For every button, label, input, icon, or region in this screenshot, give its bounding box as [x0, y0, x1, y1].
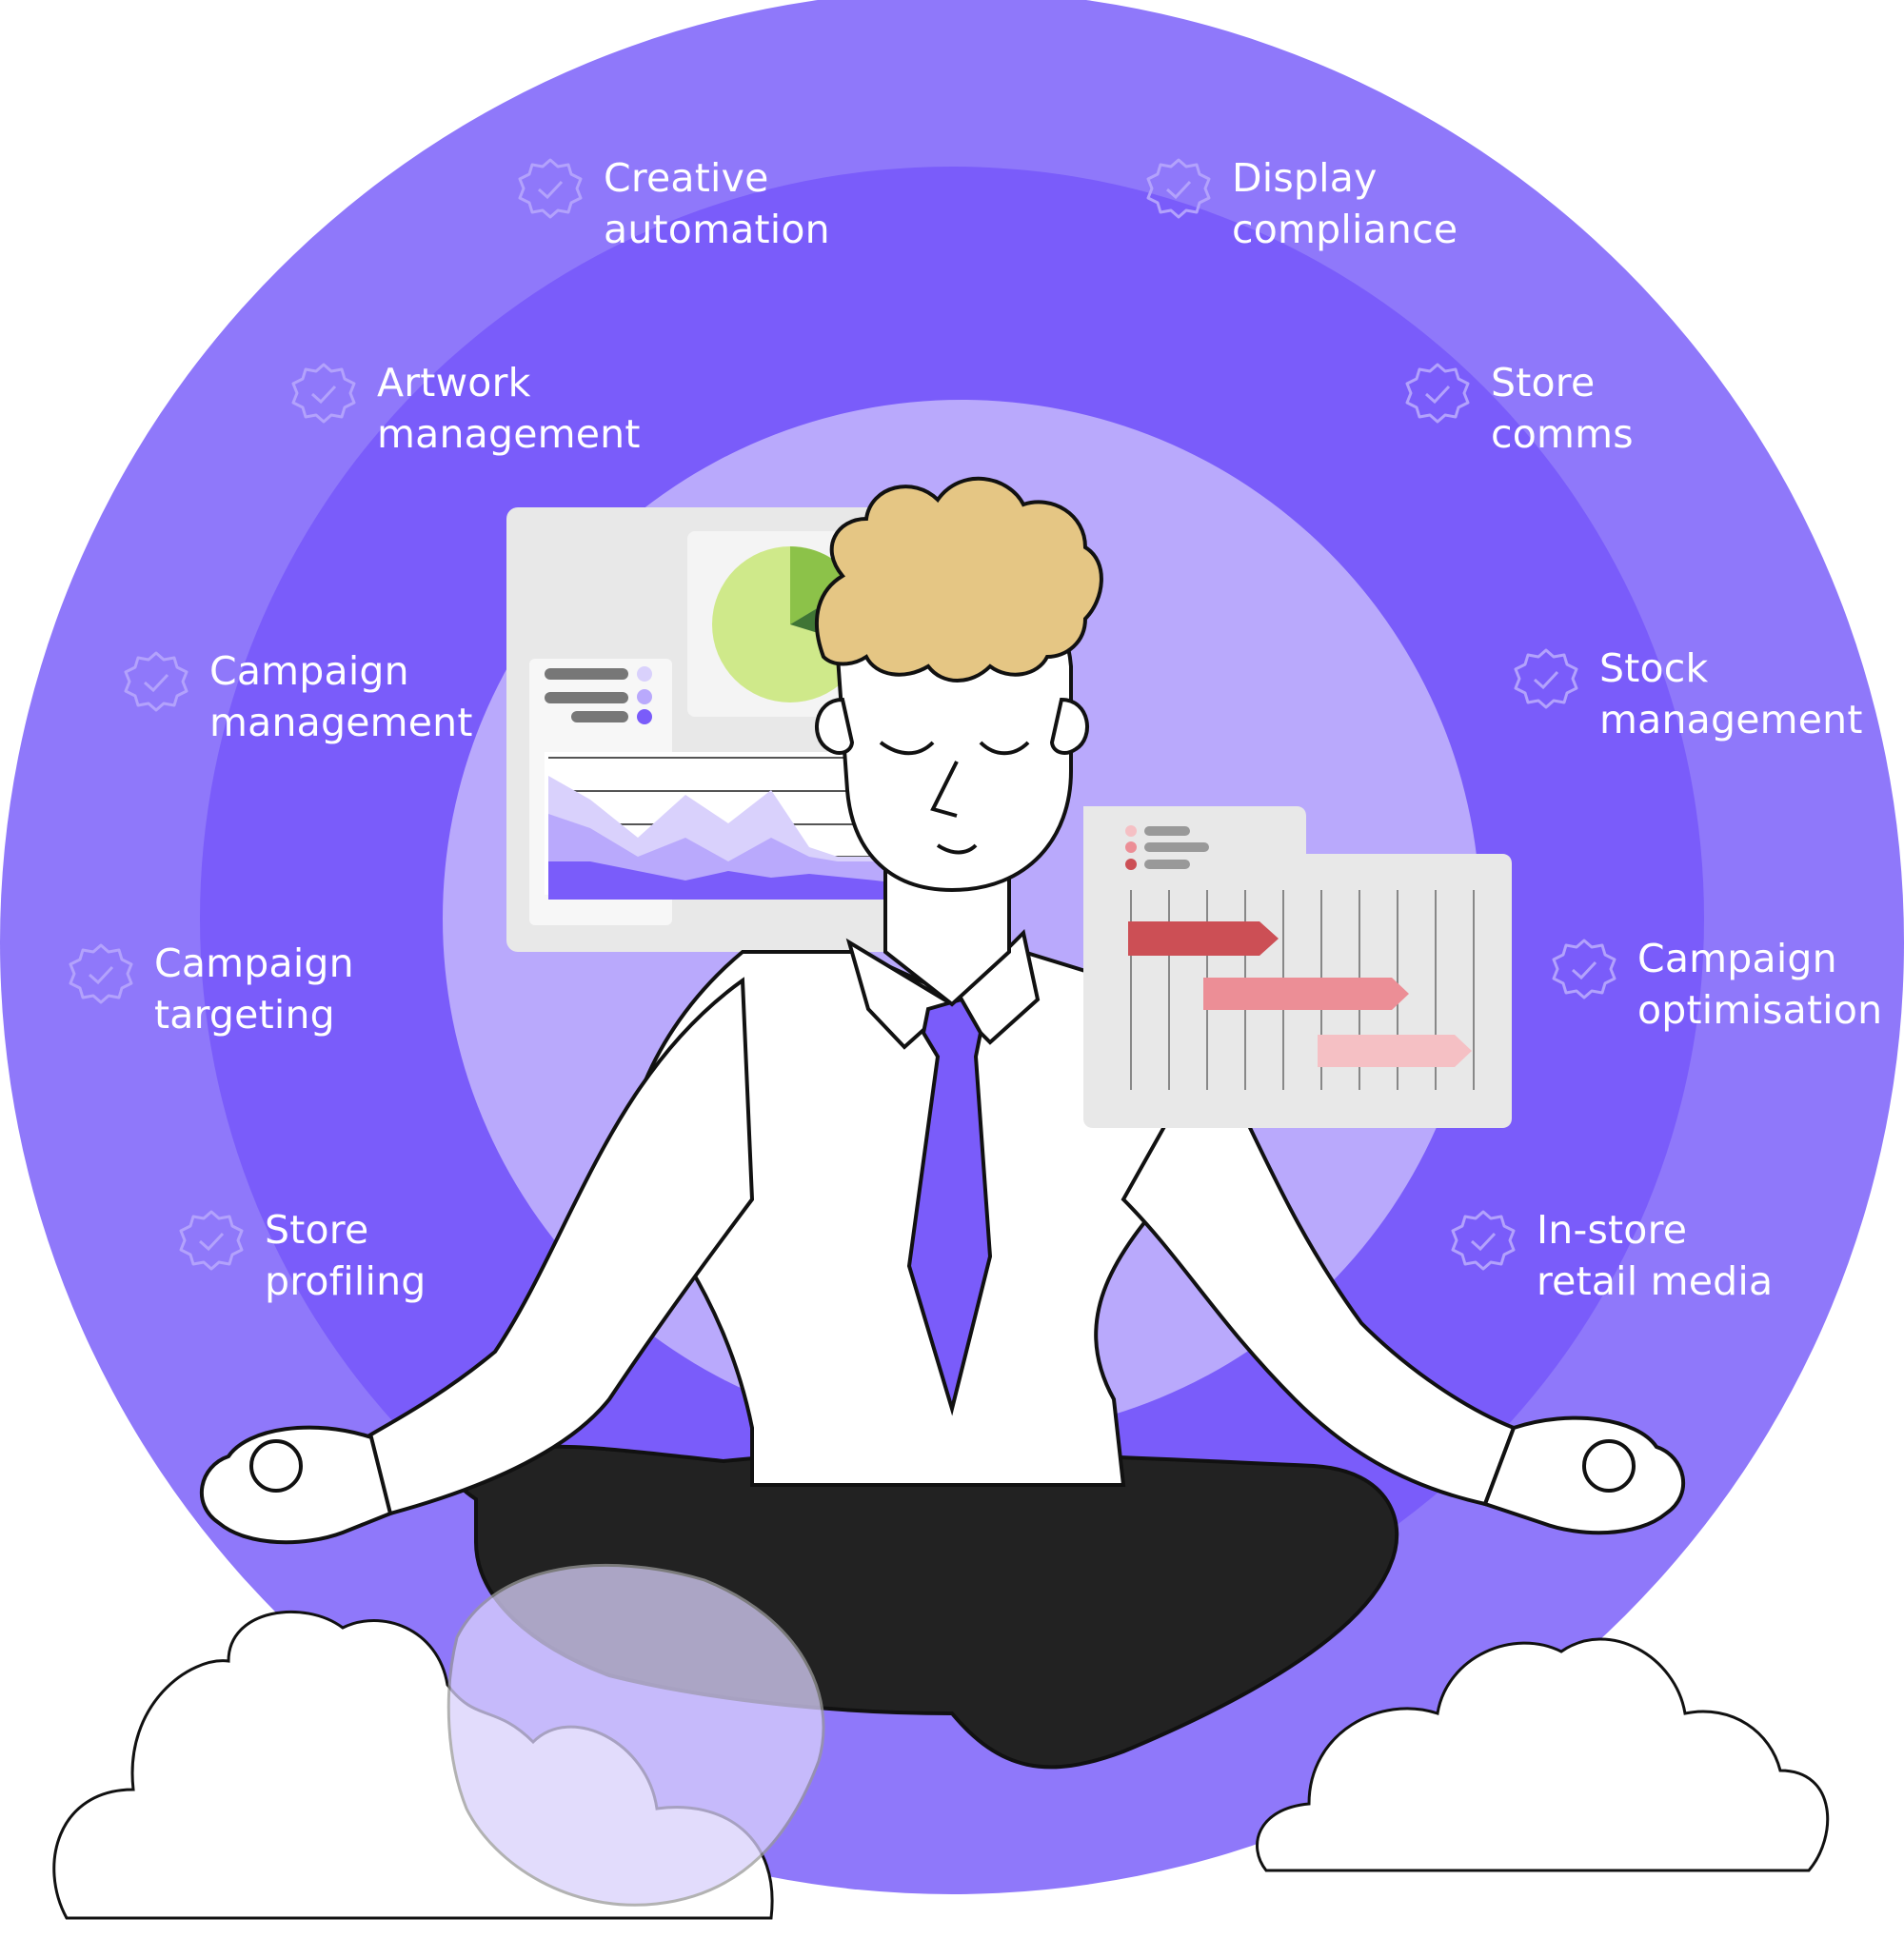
- check-badge-icon: [124, 651, 188, 712]
- feature-store-profiling: Store profiling: [175, 1204, 426, 1307]
- feature-label-line1: Creative: [604, 155, 769, 201]
- feature-label-line1: Store: [265, 1207, 369, 1253]
- analytics-dashboard-panel: [506, 507, 918, 952]
- check-badge-icon: [291, 363, 356, 424]
- feature-label-line1: Campaign: [209, 648, 409, 694]
- feature-label-line1: Campaign: [154, 940, 354, 986]
- feature-artwork-management: Artwork management: [288, 357, 641, 460]
- check-badge-icon: [1451, 1210, 1516, 1271]
- feature-label-line1: Store: [1491, 360, 1596, 406]
- feature-label-line2: management: [1599, 697, 1863, 742]
- feature-label-line2: comms: [1491, 411, 1634, 457]
- feature-campaign-targeting: Campaign targeting: [65, 938, 354, 1040]
- check-badge-icon: [69, 943, 133, 1004]
- feature-label-line2: management: [209, 700, 473, 745]
- feature-label-line1: In-store: [1537, 1207, 1688, 1253]
- feature-in-store-retail-media: In-store retail media: [1447, 1204, 1773, 1307]
- check-badge-icon: [179, 1210, 244, 1271]
- feature-stock-management: Stock management: [1510, 643, 1863, 745]
- cloud-right-icon: [1256, 1637, 1830, 1872]
- feature-label-line1: Stock: [1599, 645, 1709, 691]
- feature-label-line2: management: [377, 411, 641, 457]
- area-chart-icon: [548, 776, 914, 900]
- feature-label-line2: profiling: [265, 1258, 426, 1304]
- gantt-schedule-panel: [1083, 806, 1512, 1128]
- feature-label-line1: Artwork: [377, 360, 531, 406]
- feature-label-line2: targeting: [154, 992, 335, 1038]
- check-badge-icon: [1552, 939, 1616, 999]
- feature-label-line2: optimisation: [1637, 987, 1883, 1033]
- check-badge-icon: [518, 158, 583, 219]
- feature-campaign-management: Campaign management: [120, 645, 473, 748]
- check-badge-icon: [1405, 363, 1470, 424]
- check-badge-icon: [1514, 648, 1578, 709]
- feature-label-line2: retail media: [1537, 1258, 1774, 1304]
- feature-label-line2: automation: [604, 207, 830, 252]
- feature-label-line1: Campaign: [1637, 936, 1837, 981]
- check-badge-icon: [1146, 158, 1211, 219]
- feature-creative-automation: Creative automation: [514, 152, 830, 255]
- feature-label-line1: Display: [1232, 155, 1378, 201]
- feature-store-comms: Store comms: [1401, 357, 1634, 460]
- feature-display-compliance: Display compliance: [1142, 152, 1458, 255]
- feature-label-line2: compliance: [1232, 207, 1458, 252]
- meditating-person-illustration: [200, 476, 1685, 1907]
- feature-campaign-optimisation: Campaign optimisation: [1548, 933, 1882, 1036]
